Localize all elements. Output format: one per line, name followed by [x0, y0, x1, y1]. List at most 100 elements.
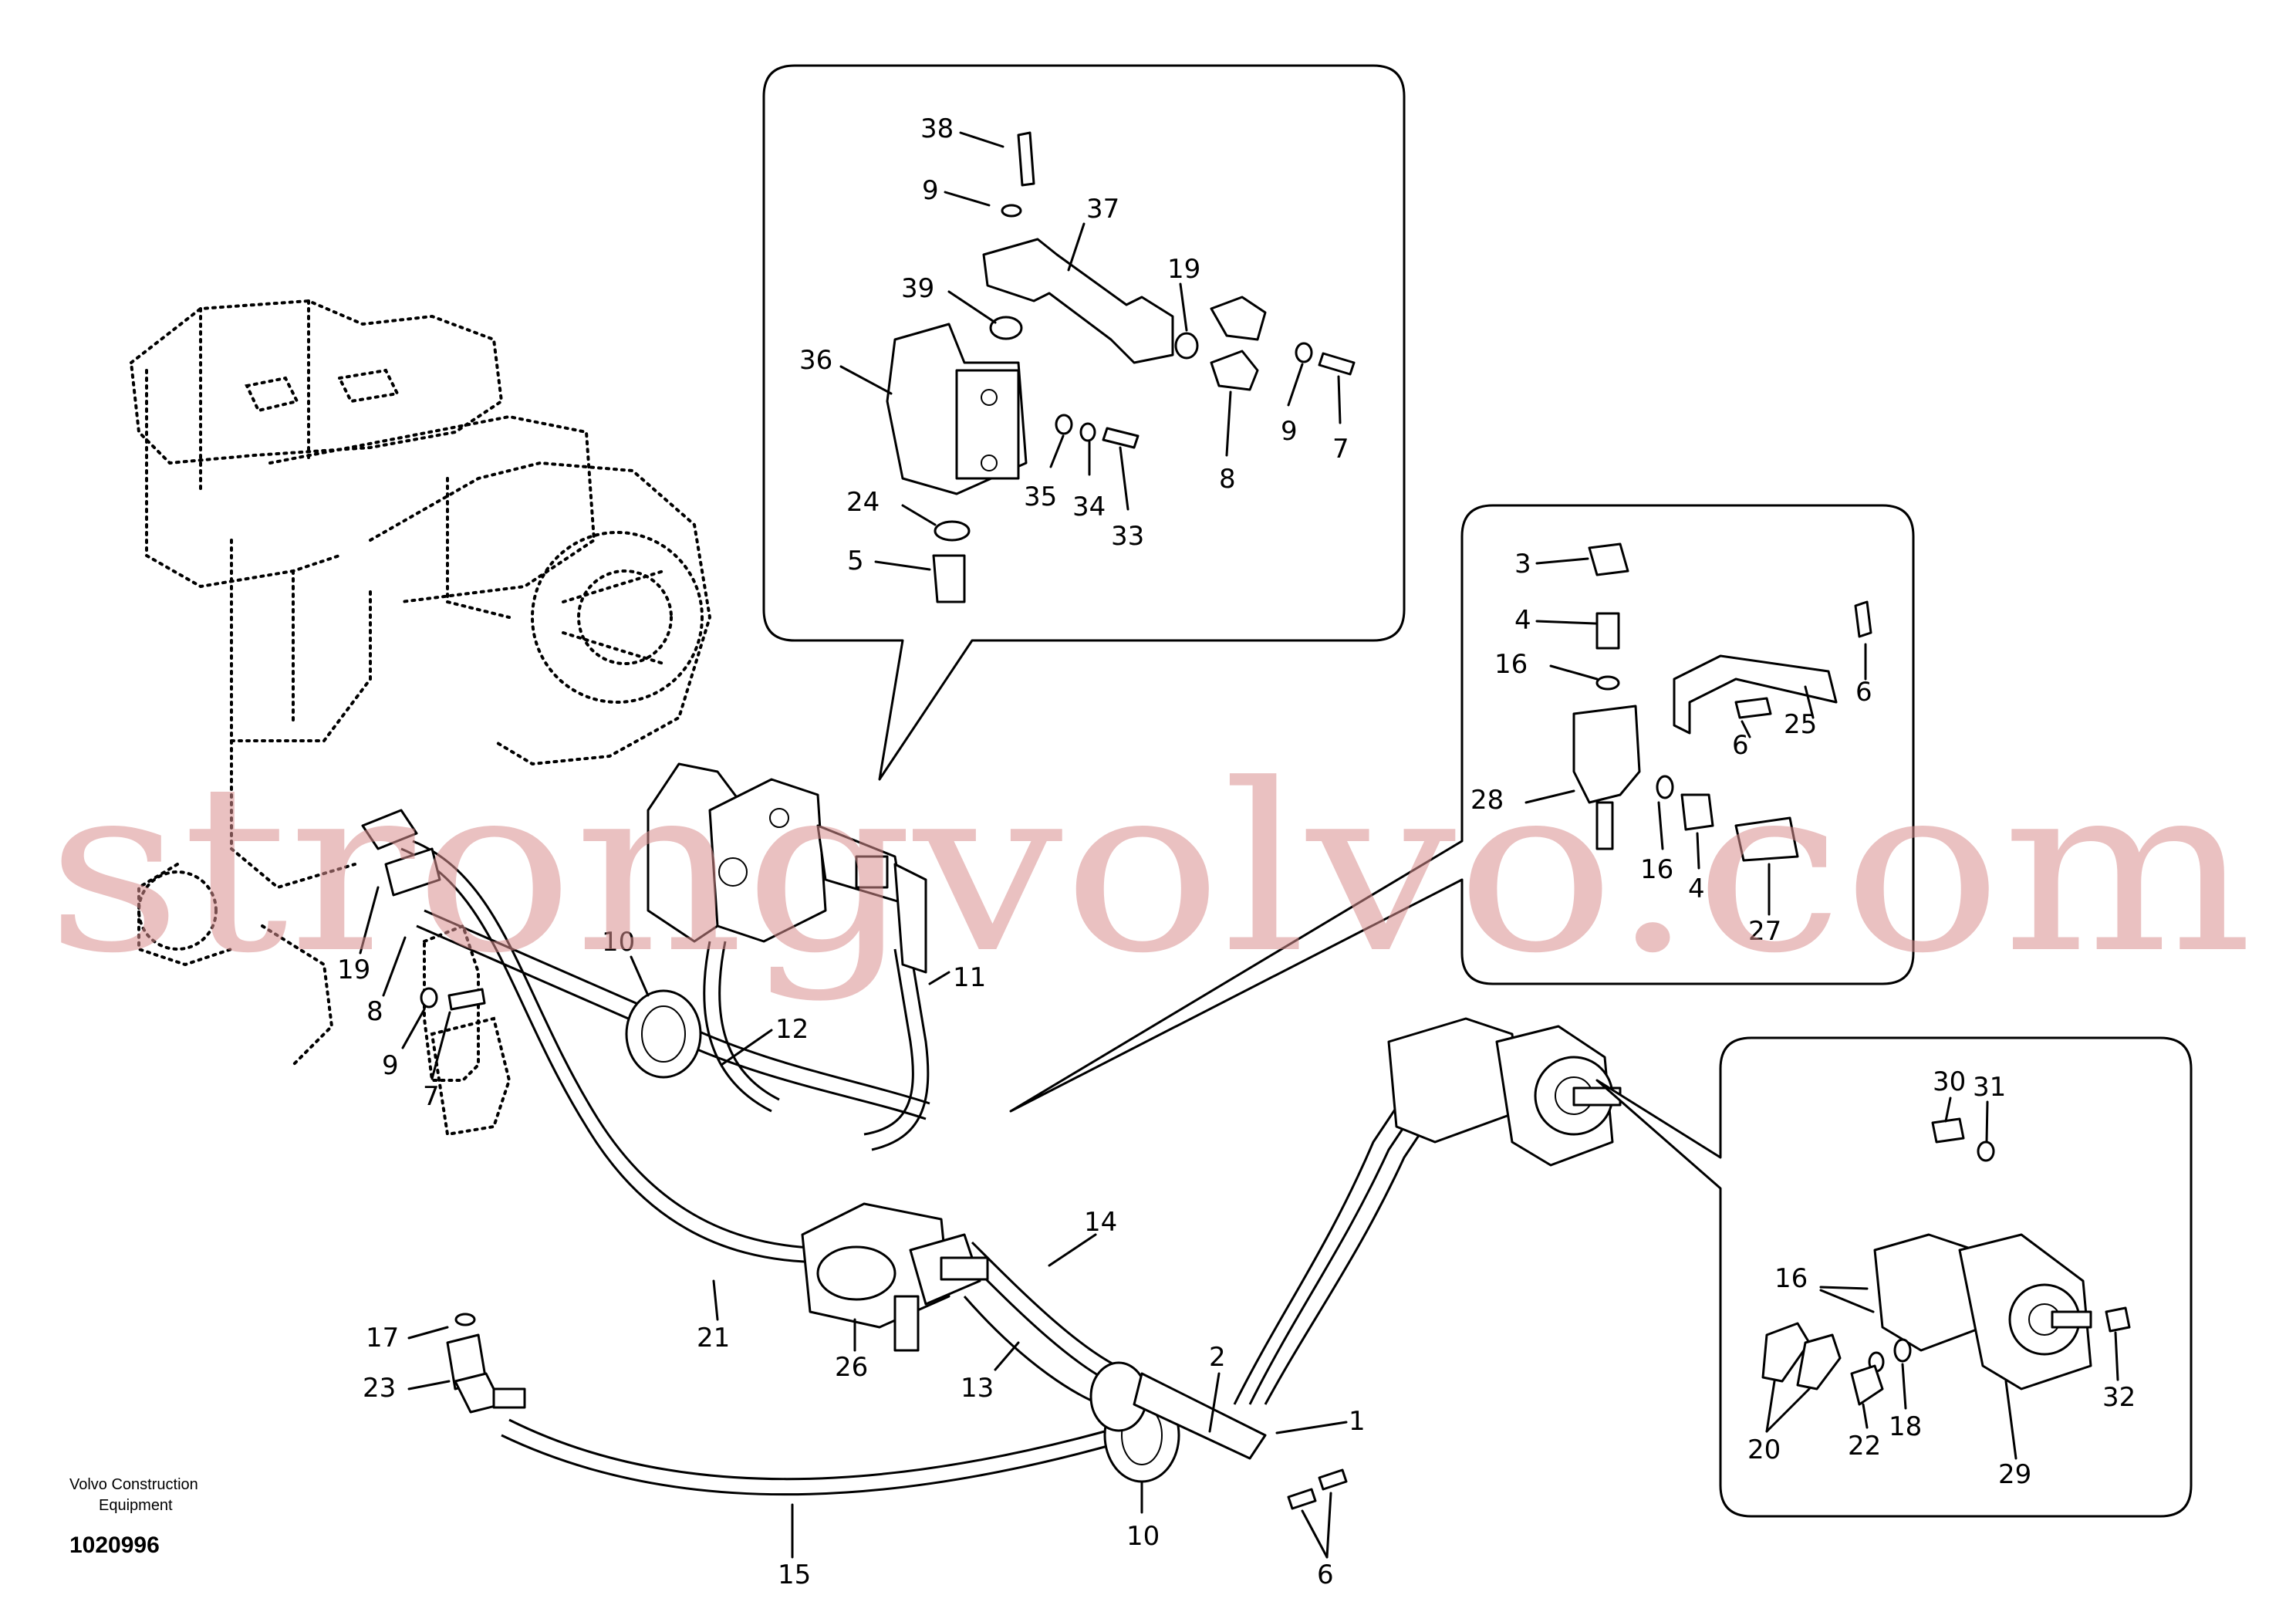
oring-39 — [989, 316, 1023, 340]
detail-bubble-lower — [1595, 1036, 2193, 1518]
callout-8: 8 — [1219, 464, 1236, 495]
callout-37: 37 — [1086, 194, 1119, 225]
callout-14: 14 — [1084, 1207, 1117, 1238]
callout-7: 7 — [423, 1081, 440, 1112]
callout-4: 4 — [1514, 605, 1531, 636]
adapter-4a — [1595, 612, 1620, 650]
nut-31 — [1977, 1140, 1995, 1162]
callout-16: 16 — [1640, 854, 1673, 885]
callout-12: 12 — [775, 1014, 809, 1045]
callout-9: 9 — [922, 175, 939, 206]
adapter-4b — [1680, 793, 1714, 831]
central-valve-assembly — [647, 762, 927, 974]
callout-23: 23 — [363, 1373, 396, 1404]
bolt-38 — [1017, 131, 1035, 187]
callout-16: 16 — [1774, 1263, 1808, 1294]
callout-10: 10 — [602, 927, 635, 958]
callout-15: 15 — [778, 1559, 811, 1590]
left-fittings — [361, 809, 486, 1011]
callout-8: 8 — [366, 996, 383, 1027]
callout-32: 32 — [2102, 1382, 2136, 1413]
gear-pump-right — [1387, 1017, 1622, 1167]
bolt-30 — [1931, 1117, 1965, 1144]
bracket-25 — [1673, 654, 1838, 735]
callout-33: 33 — [1111, 521, 1144, 552]
washer-35 — [1055, 414, 1073, 435]
callout-9: 9 — [1281, 416, 1298, 447]
callout-16: 16 — [1494, 649, 1528, 680]
leader-lines — [359, 131, 2119, 1559]
callout-3: 3 — [1514, 549, 1531, 580]
callout-36: 36 — [799, 345, 832, 376]
clamp-half-8a — [1210, 350, 1259, 391]
callout-25: 25 — [1784, 709, 1817, 740]
callout-4: 4 — [1688, 874, 1705, 904]
callout-31: 31 — [1973, 1072, 2006, 1103]
callout-9: 9 — [382, 1050, 399, 1081]
callout-39: 39 — [901, 273, 934, 304]
callout-5: 5 — [847, 546, 864, 576]
callout-2: 2 — [1209, 1342, 1226, 1373]
callout-18: 18 — [1889, 1411, 1922, 1442]
elbow-3 — [1588, 542, 1629, 576]
lower-valve-block — [801, 1202, 989, 1352]
detail-bubble-middle — [1009, 504, 1915, 1113]
callout-29: 29 — [1998, 1459, 2031, 1490]
callout-38: 38 — [920, 113, 954, 144]
callout-1: 1 — [1349, 1406, 1366, 1437]
callout-21: 21 — [697, 1323, 730, 1353]
main-pump-outline — [129, 299, 712, 1066]
bolt-33 — [1102, 427, 1140, 449]
caption-line-2: Equipment — [99, 1497, 173, 1514]
fitting-5 — [932, 554, 966, 603]
valve-28 — [1572, 705, 1641, 804]
callout-labels: 38 9 37 39 19 36 9 7 8 35 34 33 24 5 3 4… — [337, 113, 2136, 1590]
callout-24: 24 — [846, 487, 880, 518]
tee-27 — [1734, 816, 1799, 862]
bolt-6a — [1734, 697, 1772, 719]
callout-17: 17 — [366, 1323, 399, 1353]
caption-block: Volvo Construction Equipment 1020996 — [69, 1476, 198, 1558]
diagram-number: 1020996 — [69, 1532, 160, 1558]
callout-26: 26 — [835, 1352, 868, 1383]
watermark-text: strongvolvo.com — [46, 735, 2253, 1004]
oring-16b — [1656, 775, 1674, 799]
clamp-2 — [1089, 1361, 1267, 1460]
callout-20: 20 — [1747, 1434, 1781, 1465]
bolt-7a — [1318, 352, 1356, 376]
callout-10: 10 — [1126, 1521, 1160, 1552]
nut-32 — [2105, 1306, 2131, 1333]
callout-19: 19 — [1167, 254, 1200, 285]
callout-28: 28 — [1470, 785, 1504, 816]
callout-6: 6 — [1855, 677, 1872, 708]
fitting-22 — [1850, 1364, 1884, 1406]
callout-6: 6 — [1317, 1559, 1334, 1590]
callout-7: 7 — [1332, 434, 1349, 465]
callout-27: 27 — [1748, 916, 1781, 947]
oring-19a — [1174, 332, 1199, 360]
callout-34: 34 — [1072, 492, 1106, 522]
callout-19: 19 — [337, 955, 370, 985]
callout-30: 30 — [1933, 1066, 1966, 1097]
clamp-half-upper — [1210, 296, 1267, 341]
left-bracket — [423, 924, 526, 1414]
callout-13: 13 — [961, 1373, 994, 1404]
caption-line-1: Volvo Construction — [69, 1476, 198, 1493]
pipe-37 — [982, 238, 1174, 364]
callout-11: 11 — [953, 962, 986, 993]
detail-bubble-top — [762, 64, 1406, 781]
washer-9b — [1295, 342, 1313, 363]
oring-18 — [1893, 1338, 1912, 1363]
washer-9a — [1001, 204, 1022, 218]
oring-24 — [934, 520, 971, 542]
callout-6: 6 — [1732, 730, 1749, 761]
elbow-20 — [1761, 1322, 1811, 1383]
oring-16a — [1595, 675, 1620, 691]
clamp-10-upper — [625, 989, 702, 1079]
bolts-6-main — [1287, 1468, 1348, 1510]
elbow-20b — [1796, 1333, 1842, 1391]
bolt-6b — [1854, 600, 1872, 638]
callout-22: 22 — [1848, 1431, 1881, 1461]
washer-34 — [1079, 422, 1096, 442]
